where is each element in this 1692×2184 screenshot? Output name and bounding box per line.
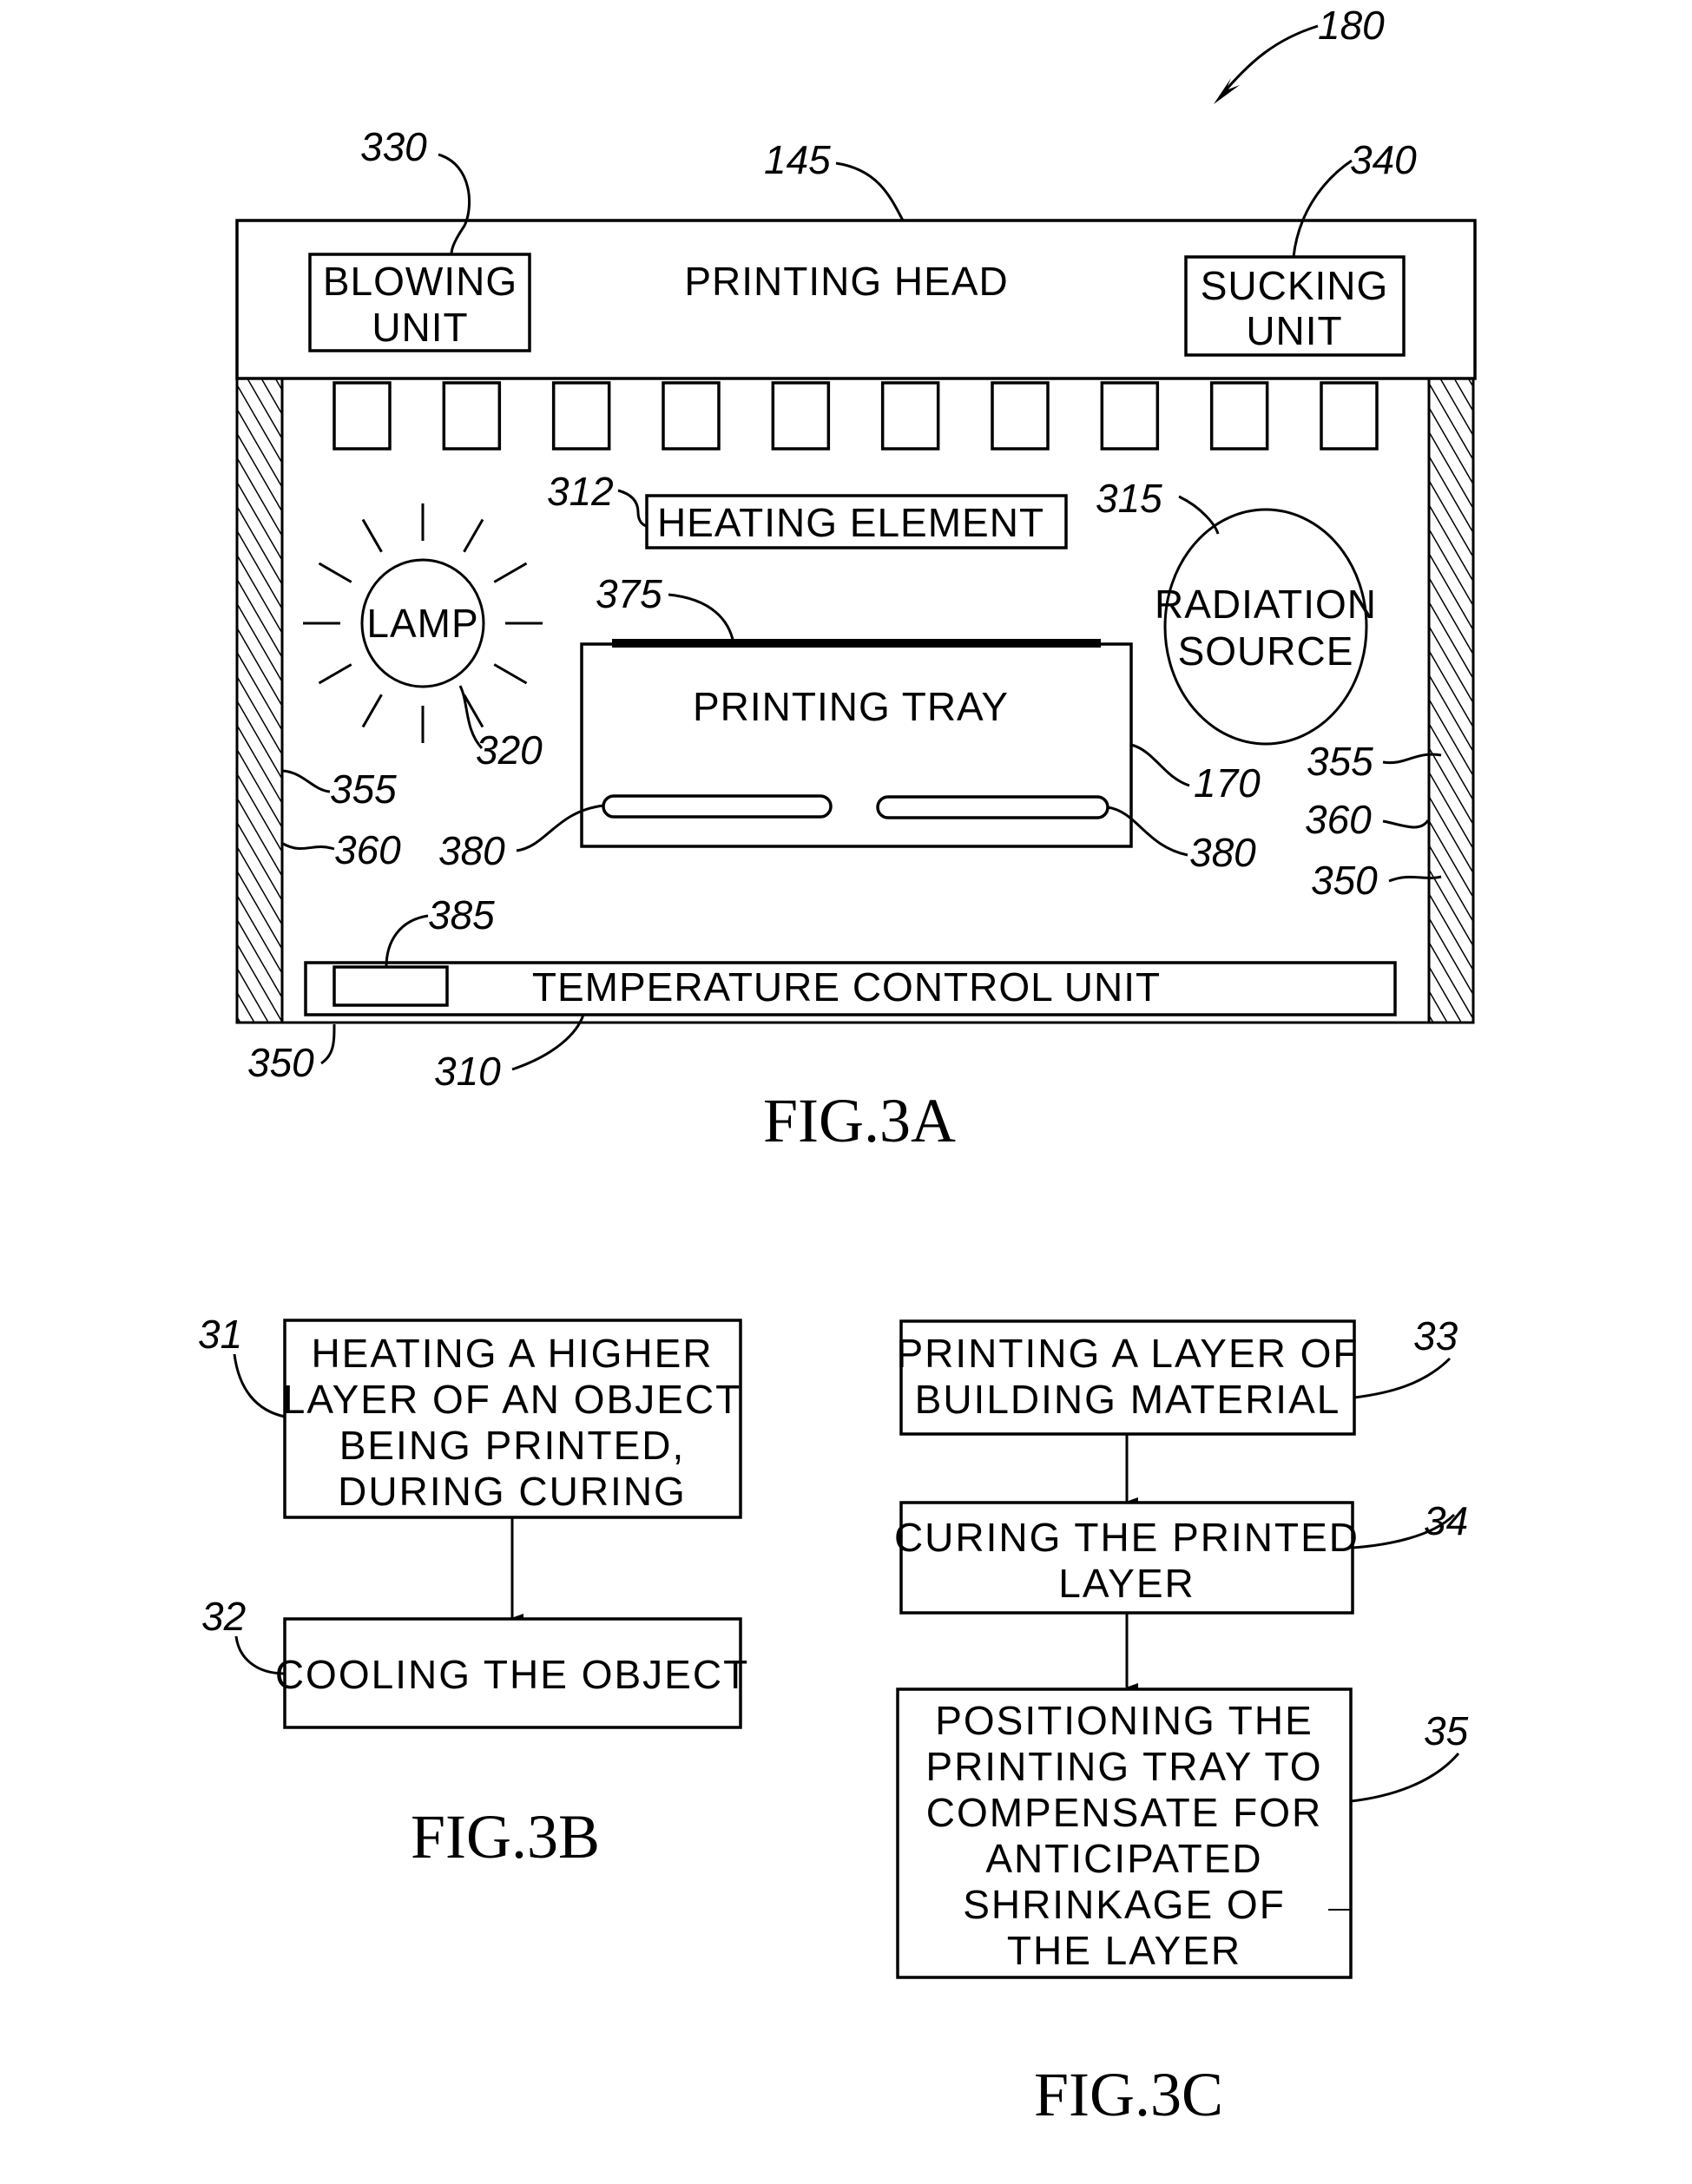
ref-320: 320 <box>476 727 543 773</box>
ref-355-left: 355 <box>330 766 397 812</box>
flow-step-text-line: CURING THE PRINTED <box>894 1515 1360 1560</box>
ref-32: 32 <box>201 1594 246 1639</box>
heating-element-label: HEATING ELEMENT <box>657 500 1044 545</box>
ref-35: 35 <box>1424 1708 1469 1753</box>
ref-312: 312 <box>547 469 614 514</box>
ref-31: 31 <box>198 1312 242 1357</box>
printing-tray-label: PRINTING TRAY <box>693 684 1009 729</box>
temperature-sensor-385 <box>334 967 447 1005</box>
leader-312 <box>618 490 647 526</box>
flow-step-text-line: BUILDING MATERIAL <box>915 1377 1341 1422</box>
ref-170: 170 <box>1194 760 1261 806</box>
flow-step-text-line: LAYER OF AN OBJECT <box>283 1377 741 1422</box>
lamp-ray <box>363 519 382 551</box>
temperature-control-unit-label: TEMPERATURE CONTROL UNIT <box>532 964 1161 1010</box>
fig-3a-caption: FIG.3A <box>763 1086 956 1155</box>
leader-360-right <box>1383 820 1428 827</box>
flow-step-text-line: THE LAYER <box>1007 1928 1241 1973</box>
nozzle <box>334 383 390 449</box>
nozzle <box>883 383 938 449</box>
flow-step-text-line: SHRINKAGE OF <box>963 1882 1286 1927</box>
ref-315: 315 <box>1096 476 1162 521</box>
nozzle <box>992 383 1048 449</box>
ref-350-right: 350 <box>1311 858 1378 903</box>
arrow-180-leader <box>1220 26 1318 97</box>
ref-350-left: 350 <box>247 1040 314 1085</box>
leader-360-left <box>283 844 334 849</box>
fig-3c: PRINTING A LAYER OFBUILDING MATERIAL 33 … <box>894 1313 1469 2129</box>
leader-350-left <box>321 1024 334 1063</box>
flow-step-31-text: HEATING A HIGHERLAYER OF AN OBJECTBEING … <box>283 1331 741 1514</box>
fig-3c-caption: FIG.3C <box>1034 2060 1223 2129</box>
lamp-ray <box>494 665 526 684</box>
nozzle <box>554 383 609 449</box>
tray-element-left <box>603 796 831 817</box>
leader-385 <box>386 916 428 967</box>
ref-355-right: 355 <box>1307 739 1373 784</box>
sucking-unit-label-line1: SUCKING <box>1201 263 1389 308</box>
flow-step-32-text: COOLING THE OBJECT <box>275 1652 749 1697</box>
flow-step-text-line: PRINTING A LAYER OF <box>896 1331 1359 1376</box>
ref-310: 310 <box>434 1049 501 1094</box>
radiation-source-label-line2: SOURCE <box>1178 628 1354 674</box>
leader-355-left <box>283 771 330 792</box>
lamp-ray <box>319 563 351 582</box>
flow-step-text-line: BEING PRINTED, <box>339 1423 686 1468</box>
ref-385: 385 <box>428 892 495 937</box>
lamp-label: LAMP <box>366 601 478 646</box>
printing-head-label: PRINTING HEAD <box>684 259 1008 304</box>
arrow-180-head <box>1214 78 1240 104</box>
leader-170 <box>1131 745 1189 786</box>
ref-360-right: 360 <box>1305 797 1372 842</box>
lamp-ray <box>319 665 351 684</box>
flow-step-text-line: LAYER <box>1058 1561 1195 1606</box>
nozzle <box>663 383 719 449</box>
sucking-unit-label-line2: UNIT <box>1246 308 1342 353</box>
flow-step-text-line: HEATING A HIGHER <box>311 1331 713 1376</box>
leader-35 <box>1351 1753 1458 1801</box>
lamp: LAMP <box>303 503 543 743</box>
tray-element-right <box>878 797 1108 818</box>
nozzle <box>444 383 499 449</box>
ref-340: 340 <box>1350 137 1417 182</box>
fig-3b-caption: FIG.3B <box>411 1802 600 1872</box>
flow-step-text-line: COOLING THE OBJECT <box>275 1652 749 1697</box>
lamp-ray <box>363 694 382 727</box>
flow-step-text-line: POSITIONING THE <box>935 1698 1313 1743</box>
fig-3b: HEATING A HIGHERLAYER OF AN OBJECTBEING … <box>198 1312 749 1872</box>
flow-step-text-line: ANTICIPATED <box>985 1836 1262 1881</box>
ref-375: 375 <box>596 571 662 616</box>
lamp-ray <box>464 519 484 551</box>
ref-360-left: 360 <box>334 827 401 872</box>
leader-31 <box>234 1354 285 1417</box>
blowing-unit-label-line1: BLOWING <box>323 259 517 304</box>
right-wall-hatched <box>1429 378 1473 1023</box>
flow-step-text-line: DURING CURING <box>338 1469 687 1514</box>
nozzle <box>1102 383 1157 449</box>
blowing-unit-label-line2: UNIT <box>372 305 468 350</box>
radiation-source-label-line1: RADIATION <box>1155 582 1377 627</box>
ref-180: 180 <box>1318 3 1385 48</box>
nozzle <box>1212 383 1267 449</box>
radiation-source <box>1165 510 1366 744</box>
nozzle <box>773 383 828 449</box>
ref-33: 33 <box>1413 1313 1458 1358</box>
ref-145: 145 <box>764 137 831 182</box>
lamp-ray <box>494 563 526 582</box>
ref-380-right: 380 <box>1189 830 1256 875</box>
nozzle-array <box>334 383 1377 449</box>
flow-step-text-line: PRINTING TRAY TO <box>925 1744 1322 1789</box>
leader-33 <box>1354 1358 1450 1398</box>
flow-step-33-text: PRINTING A LAYER OFBUILDING MATERIAL <box>896 1331 1359 1422</box>
flow-step-text-line: COMPENSATE FOR <box>926 1790 1323 1835</box>
ref-330: 330 <box>360 124 427 169</box>
leader-145 <box>836 163 903 220</box>
ref-380-left: 380 <box>438 828 505 873</box>
fig-3a: 180 PRINTING HEAD 145 BLOWING UNIT 330 S… <box>237 3 1475 1155</box>
left-wall-hatched <box>237 378 282 1023</box>
nozzle <box>1321 383 1377 449</box>
leader-375 <box>668 595 734 643</box>
